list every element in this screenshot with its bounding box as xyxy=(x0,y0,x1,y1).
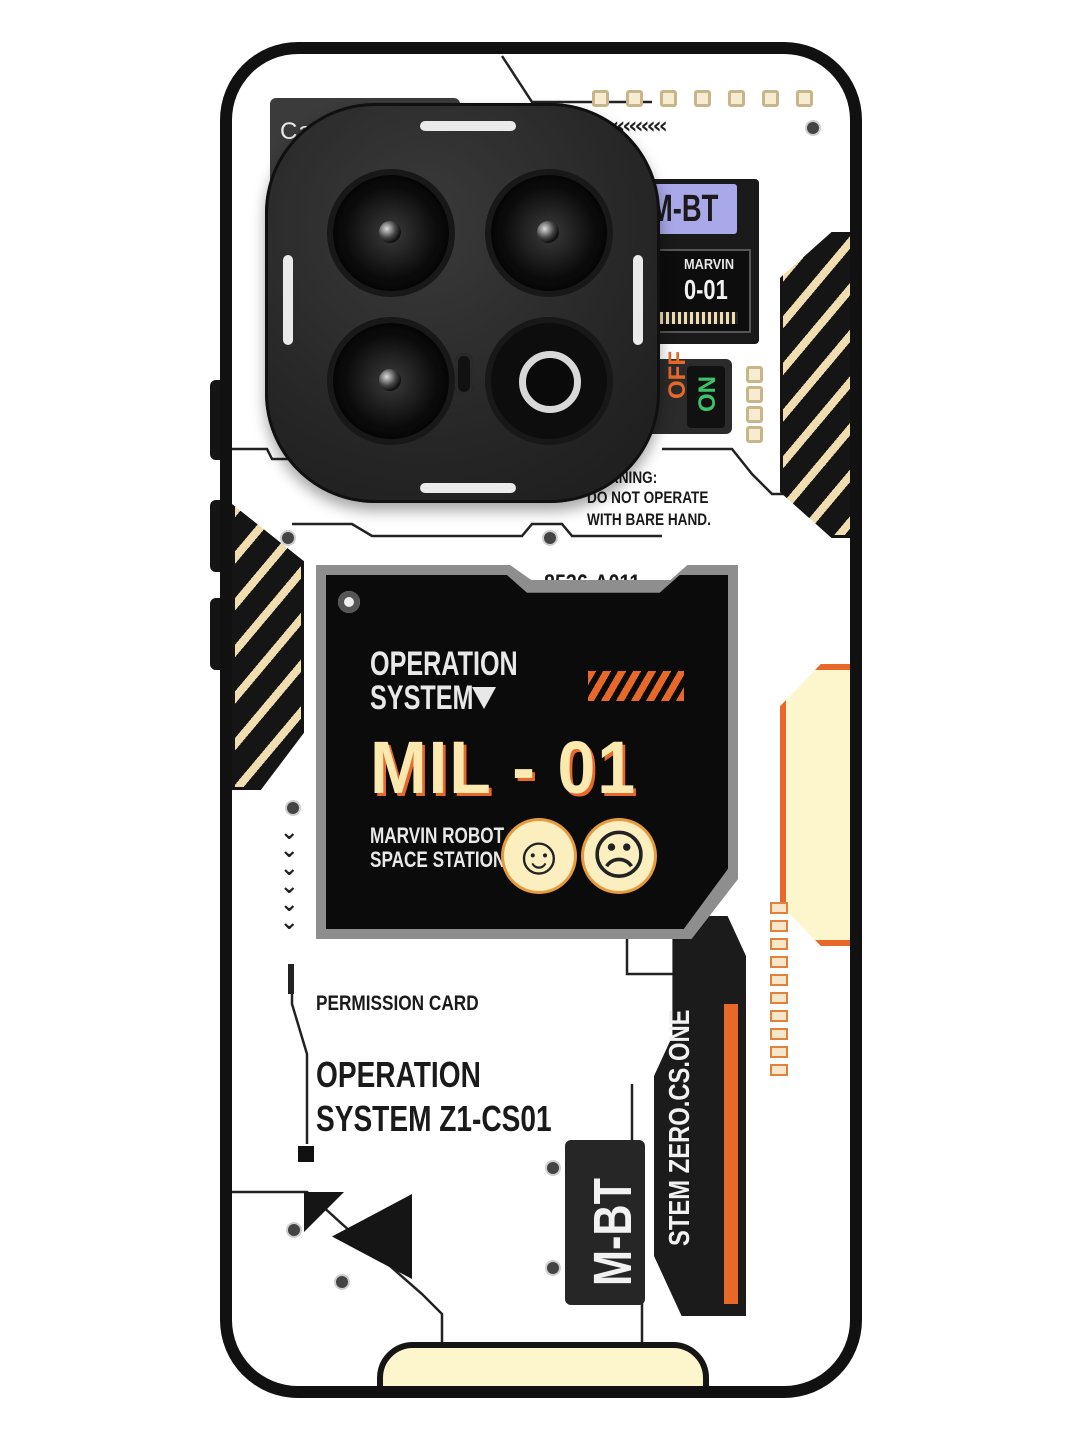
indicator-square xyxy=(770,902,788,914)
indicator-led xyxy=(626,90,643,107)
camera-pill xyxy=(420,483,516,493)
indicator-square xyxy=(770,1046,788,1058)
camera-pill xyxy=(420,121,516,131)
display-screen: OPERATION SYSTEM MIL - 01 MARVIN ROBOT S… xyxy=(326,575,728,929)
marvin-ticks xyxy=(660,312,738,324)
permission-line1: OPERATION xyxy=(316,1054,481,1095)
camera-module xyxy=(265,103,660,503)
indicator-led xyxy=(746,426,763,443)
connector-square xyxy=(298,1146,314,1162)
sensor-dot xyxy=(455,353,473,395)
orange-accent-bar xyxy=(724,1004,738,1304)
indicator-led xyxy=(762,90,779,107)
screw-icon xyxy=(807,122,819,134)
permission-line2: SYSTEM Z1-CS01 xyxy=(316,1098,552,1139)
indicator-led xyxy=(746,366,763,383)
switch-on-label: ON xyxy=(694,376,721,412)
display-model: MIL - 01 xyxy=(370,726,637,809)
indicator-led xyxy=(746,406,763,423)
bottom-panel xyxy=(377,1342,709,1386)
display-logo-icon xyxy=(338,591,360,613)
screw-icon xyxy=(547,1162,559,1174)
camera-lens xyxy=(333,323,449,439)
indicator-led xyxy=(796,90,813,107)
bottom-badge-text: M-BT xyxy=(583,1178,643,1286)
camera-lens xyxy=(333,175,449,291)
top-badge-code: M-BT xyxy=(650,188,719,230)
indicator-square xyxy=(770,1028,788,1040)
screw-icon xyxy=(544,532,556,544)
indicator-square xyxy=(770,920,788,932)
indicator-square xyxy=(770,938,788,950)
display-title-line1: OPERATION xyxy=(370,645,518,683)
indicator-led xyxy=(728,90,745,107)
indicator-led xyxy=(694,90,711,107)
camera-pill xyxy=(283,255,293,345)
indicator-square xyxy=(770,1010,788,1022)
screw-icon xyxy=(287,802,299,814)
sad-face-icon: ☹ xyxy=(584,821,654,891)
screw-icon xyxy=(547,1262,559,1274)
indicator-square xyxy=(770,974,788,986)
chevron-column-icon: ⌄⌄⌄⌄⌄⌄ xyxy=(280,820,299,935)
bottom-badge xyxy=(565,1140,645,1305)
warning-line3: WITH BARE HAND. xyxy=(587,510,711,529)
indicator-square xyxy=(770,992,788,1004)
marvin-label: MARVIN xyxy=(684,256,735,273)
vertical-label: STEM ZERO.CS.ONE xyxy=(664,1009,696,1246)
indicator-led xyxy=(746,386,763,403)
warning-line2: DO NOT OPERATE xyxy=(587,488,709,507)
hex-panel-inner xyxy=(792,684,850,914)
display-sub-line1: MARVIN ROBOT xyxy=(370,823,505,848)
display-triangle-icon xyxy=(472,687,496,709)
display-title-line2: SYSTEM xyxy=(370,679,474,717)
screw-icon xyxy=(288,1224,300,1236)
camera-lens xyxy=(491,175,607,291)
permission-bracket xyxy=(288,964,294,994)
indicator-square xyxy=(770,1064,788,1076)
striped-panel-right xyxy=(780,232,850,538)
indicator-led xyxy=(660,90,677,107)
indicator-square xyxy=(770,956,788,968)
permission-header: PERMISSION CARD xyxy=(316,992,479,1015)
flash-ring xyxy=(491,323,607,439)
display-sub-line2: SPACE STATION xyxy=(370,847,506,872)
screw-icon xyxy=(282,532,294,544)
indicator-led xyxy=(592,90,609,107)
display-stripes xyxy=(588,671,684,701)
screw-icon xyxy=(336,1276,348,1288)
marvin-code: 0-01 xyxy=(684,274,728,305)
switch-on-button xyxy=(687,366,725,428)
camera-pill xyxy=(633,255,643,345)
happy-face-icon: ☺ xyxy=(504,821,574,891)
